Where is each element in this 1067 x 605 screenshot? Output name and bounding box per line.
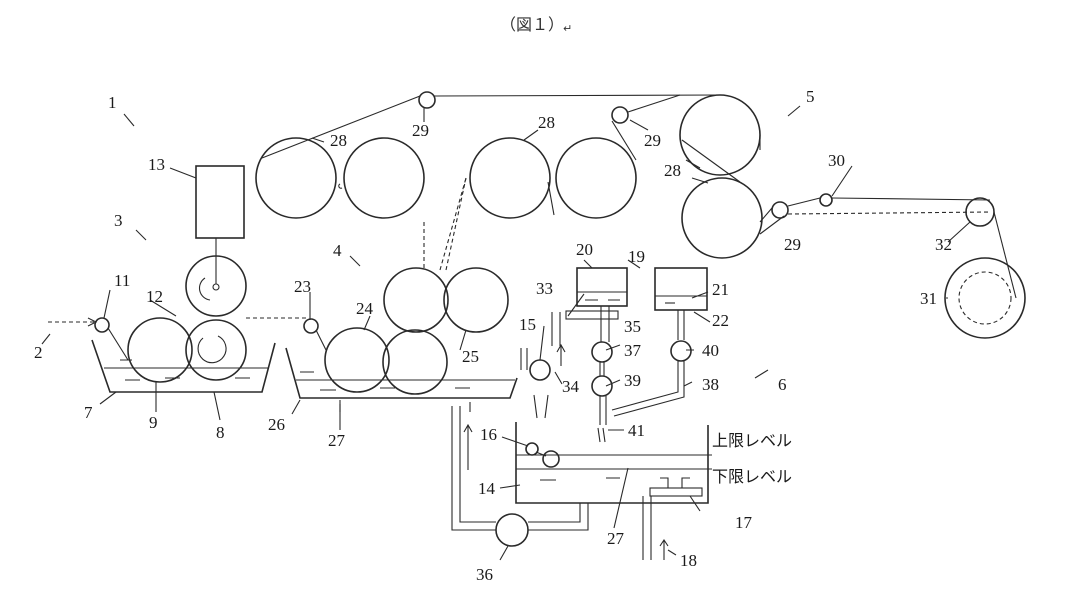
float-16b xyxy=(542,450,560,468)
arrow-4 xyxy=(349,255,361,267)
inlet-18 xyxy=(642,496,652,560)
label-16: 16 xyxy=(480,425,497,444)
label-1: 1 xyxy=(108,93,117,112)
roller-25b xyxy=(443,267,509,333)
label-9: 9 xyxy=(149,413,158,432)
circulation-pipe xyxy=(451,406,496,531)
box-13 xyxy=(195,165,245,239)
roller-upper-center xyxy=(212,283,220,291)
label-17: 17 xyxy=(735,513,753,532)
figure-caption: （図１） xyxy=(500,15,564,34)
reservoir-14 xyxy=(515,422,709,504)
dryer-roller-28-2 xyxy=(343,137,425,219)
label-25: 25 xyxy=(462,347,479,366)
label-37: 37 xyxy=(624,341,642,360)
label-6: 6 xyxy=(778,375,787,394)
nozzle-41 xyxy=(597,427,606,443)
label-11: 11 xyxy=(114,271,130,290)
guide-roller-29c xyxy=(771,201,789,219)
label-5: 5 xyxy=(806,87,815,106)
valve-15 xyxy=(529,359,551,381)
roller-24b xyxy=(382,329,448,395)
valve-39 xyxy=(591,375,613,397)
label-29c: 29 xyxy=(784,235,801,254)
guide-roller-29a xyxy=(418,91,436,109)
label-41: 41 xyxy=(628,421,645,440)
guide-roller-29b xyxy=(611,106,629,124)
label-32: 32 xyxy=(935,235,952,254)
valve-40 xyxy=(670,340,692,362)
arrow-3 xyxy=(135,229,147,241)
dryer-roller-28-3 xyxy=(469,137,551,219)
roller-upper-rotation-arrow xyxy=(199,277,211,301)
label-29a: 29 xyxy=(412,121,429,140)
label-14: 14 xyxy=(478,479,496,498)
dryer-roller-28-4 xyxy=(555,137,637,219)
heater-33 xyxy=(565,310,619,320)
roller-12-rotation-arrow xyxy=(197,335,227,364)
label-19: 19 xyxy=(628,247,645,266)
arrow-34 xyxy=(556,343,566,366)
label-30: 30 xyxy=(828,151,845,170)
arrow-6 xyxy=(754,369,769,379)
tank-20 xyxy=(576,267,628,307)
label-23: 23 xyxy=(294,277,311,296)
label-21: 21 xyxy=(712,280,729,299)
takeup-roll-31-core xyxy=(958,271,1012,325)
dryer-roller-28-1 xyxy=(255,137,337,219)
label-8: 8 xyxy=(216,423,225,442)
valve-37 xyxy=(591,341,613,363)
label-28c: 28 xyxy=(664,161,681,180)
label-22: 22 xyxy=(712,311,729,330)
label-28a: 28 xyxy=(330,131,347,150)
guide-roller-30 xyxy=(819,193,833,207)
label-24: 24 xyxy=(356,299,374,318)
label-34: 34 xyxy=(562,377,580,396)
label-3: 3 xyxy=(114,211,123,230)
roller-12 xyxy=(185,319,247,381)
heater-17 xyxy=(649,487,703,497)
label-27-mid: 27 xyxy=(328,431,346,450)
label-27-res: 27 xyxy=(607,529,625,548)
label-4: 4 xyxy=(333,241,342,260)
label-12: 12 xyxy=(146,287,163,306)
label-29b: 29 xyxy=(644,131,661,150)
label-40: 40 xyxy=(702,341,719,360)
label-20: 20 xyxy=(576,240,593,259)
label-33: 33 xyxy=(536,279,553,298)
label-38: 38 xyxy=(702,375,719,394)
label-31: 31 xyxy=(920,289,937,308)
tank-7 xyxy=(91,339,276,393)
roller-24a xyxy=(324,327,390,393)
lower-level-label: 下限レベル xyxy=(712,467,792,486)
arrow-1 xyxy=(123,113,135,127)
pump-36 xyxy=(495,513,529,547)
tank-21 xyxy=(654,267,708,311)
label-39: 39 xyxy=(624,371,641,390)
float-16a xyxy=(525,442,539,456)
label-28b: 28 xyxy=(538,113,555,132)
label-13: 13 xyxy=(148,155,165,174)
roller-9 xyxy=(127,317,193,383)
label-2: 2 xyxy=(34,343,43,362)
label-15: 15 xyxy=(519,315,536,334)
label-35: 35 xyxy=(624,317,641,336)
upper-level-label: 上限レベル xyxy=(712,431,792,450)
arrow-5 xyxy=(787,105,801,117)
guide-roller-11 xyxy=(94,317,110,333)
label-26: 26 xyxy=(268,415,285,434)
dryer-roller-28-6 xyxy=(681,177,763,259)
takeup-roll-31 xyxy=(944,257,1026,339)
label-36: 36 xyxy=(476,565,493,584)
label-18: 18 xyxy=(680,551,697,570)
label-7: 7 xyxy=(84,403,93,422)
guide-roller-23 xyxy=(303,318,319,334)
caption-return-mark: ↵ xyxy=(563,22,572,35)
roller-25a xyxy=(383,267,449,333)
